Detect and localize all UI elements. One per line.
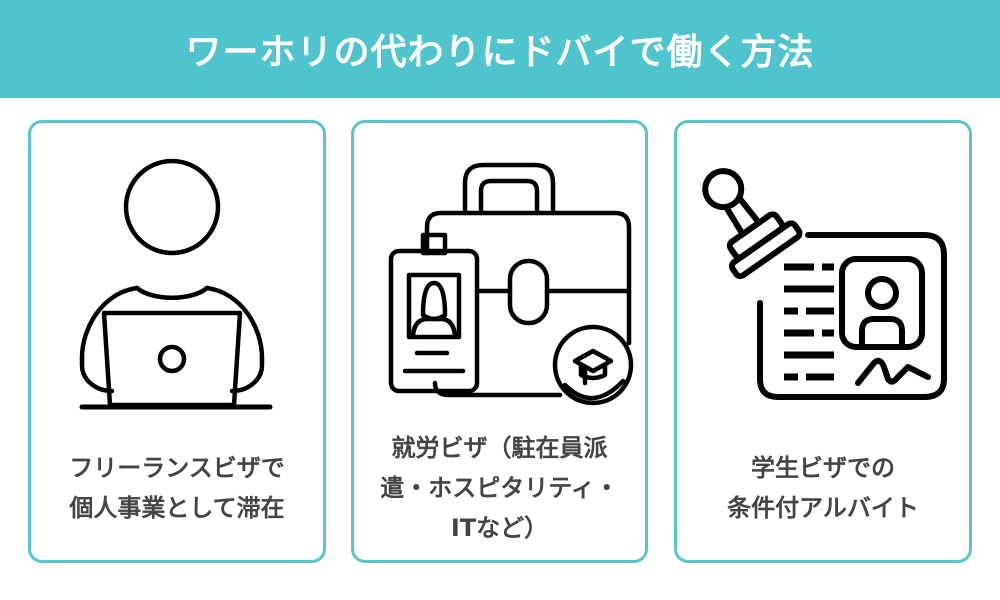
page-title: ワーホリの代わりにドバイで働く方法 bbox=[185, 32, 815, 73]
stamp-id-card-icon bbox=[688, 143, 958, 413]
briefcase-id-badge-icon bbox=[365, 143, 635, 413]
card-label: 学生ビザでの 条件付アルバイト bbox=[727, 453, 919, 522]
card-work-visa: 就労ビザ（駐在員派 遣・ホスピタリティ・ ITなど） bbox=[351, 120, 648, 563]
freelancer-laptop-icon bbox=[42, 143, 312, 413]
card-freelance-visa: フリーランスビザで 個人事業として滞在 bbox=[28, 120, 326, 563]
card-label: 就労ビザ（駐在員派 遣・ホスピタリティ・ ITなど） bbox=[380, 433, 619, 542]
card-student-visa: 学生ビザでの 条件付アルバイト bbox=[674, 120, 972, 563]
card-label: フリーランスビザで 個人事業として滞在 bbox=[69, 453, 285, 522]
header-banner: ワーホリの代わりにドバイで働く方法 bbox=[0, 0, 1000, 98]
